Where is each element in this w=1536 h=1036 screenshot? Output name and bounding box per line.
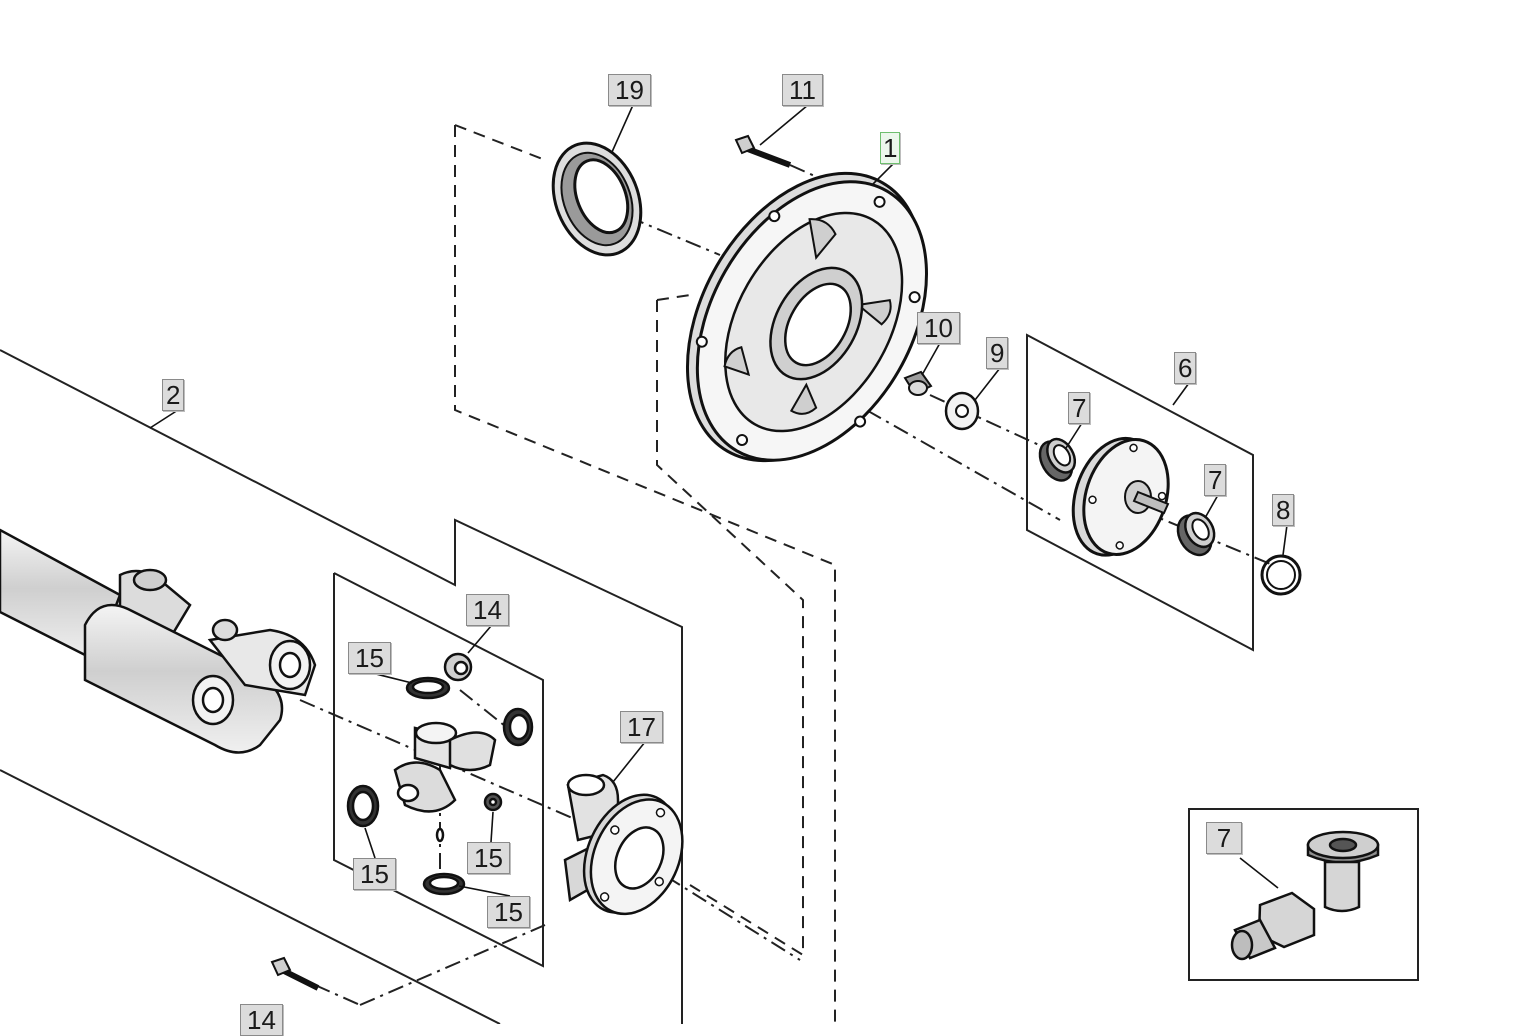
washer-part-9[interactable] xyxy=(944,391,980,431)
flange-housing-part-1[interactable] xyxy=(639,132,976,505)
universal-cross-kit[interactable] xyxy=(346,652,534,896)
callout-7-inset[interactable]: 7 xyxy=(1206,822,1242,854)
yoke-flange-part-17[interactable] xyxy=(563,773,701,931)
bolt-part-11[interactable] xyxy=(734,134,792,168)
callout-8[interactable]: 8 xyxy=(1272,494,1295,526)
callout-10[interactable]: 10 xyxy=(917,312,960,344)
group-outlines xyxy=(0,124,1419,1024)
upper-group-dashed-frame xyxy=(454,125,836,1024)
stub-shaft-plate-part-6[interactable] xyxy=(1059,425,1182,569)
o-ring-part-8[interactable] xyxy=(1260,554,1302,596)
callout-6[interactable]: 6 xyxy=(1174,352,1197,384)
callout-7-left[interactable]: 7 xyxy=(1068,392,1091,424)
shaft-frame-top xyxy=(0,349,683,1024)
callout-15-bottom[interactable]: 15 xyxy=(487,896,530,928)
callout-1[interactable]: 1 xyxy=(880,132,901,164)
callout-15-bottom-left[interactable]: 15 xyxy=(353,858,396,890)
callout-15-right[interactable]: 15 xyxy=(467,842,510,874)
stub-shaft-group-frame xyxy=(1026,333,1254,652)
callout-14-top[interactable]: 14 xyxy=(466,594,509,626)
callout-14-bottom[interactable]: 14 xyxy=(240,1004,283,1036)
bolt-part-14-bottom[interactable] xyxy=(270,956,320,991)
drive-shaft-part-2[interactable] xyxy=(0,528,317,754)
shaft-frame-bottom xyxy=(0,769,501,1024)
callout-7-right[interactable]: 7 xyxy=(1204,464,1227,496)
callout-9[interactable]: 9 xyxy=(986,337,1009,369)
callout-11[interactable]: 11 xyxy=(782,74,823,106)
grease-fitting-part-10[interactable] xyxy=(903,370,933,396)
callout-19[interactable]: 19 xyxy=(608,74,651,106)
bushing-part-7-right[interactable] xyxy=(1171,507,1222,561)
callout-17[interactable]: 17 xyxy=(620,711,663,743)
inset-frame xyxy=(1188,808,1419,981)
bushing-part-7-left[interactable] xyxy=(1033,433,1083,486)
cross-kit-frame xyxy=(333,572,544,968)
callout-2[interactable]: 2 xyxy=(162,379,185,411)
callout-15-top-left[interactable]: 15 xyxy=(348,642,391,674)
flange-dashed-frame xyxy=(656,300,804,957)
seal-ring-part-19[interactable] xyxy=(537,130,656,268)
leader-lines xyxy=(149,104,1288,897)
inset-bushing-part-7 xyxy=(1230,830,1380,961)
